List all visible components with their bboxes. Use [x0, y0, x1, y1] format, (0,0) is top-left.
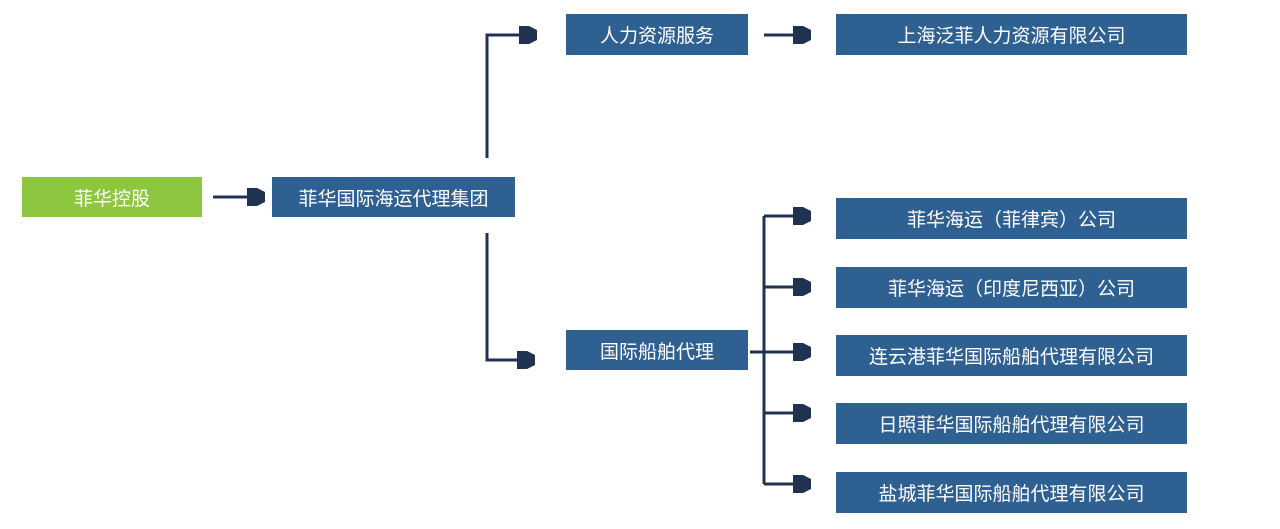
node-company-lianyungang-label: 连云港菲华国际船舶代理有限公司	[868, 346, 1154, 368]
node-company-indonesia-label: 菲华海运（印度尼西亚）公司	[887, 278, 1135, 300]
node-branch-hr-label: 人力资源服务	[599, 25, 714, 47]
node-company-yancheng-label: 盐城菲华国际船舶代理有限公司	[878, 483, 1145, 505]
node-company-philippines: 菲华海运（菲律宾）公司	[836, 198, 1187, 239]
node-company-indonesia: 菲华海运（印度尼西亚）公司	[836, 267, 1187, 308]
node-branch-shipping-label: 国际船舶代理	[599, 340, 714, 363]
node-root-label: 菲华控股	[73, 187, 150, 210]
node-company-shanghai-label: 上海泛菲人力资源有限公司	[897, 25, 1126, 47]
node-root: 菲华控股	[22, 177, 202, 217]
node-group-label: 菲华国际海运代理集团	[298, 187, 489, 210]
node-company-philippines-label: 菲华海运（菲律宾）公司	[906, 209, 1116, 231]
node-company-yancheng: 盐城菲华国际船舶代理有限公司	[836, 472, 1187, 513]
node-company-rizhao: 日照菲华国际船舶代理有限公司	[836, 403, 1187, 444]
node-branch-shipping: 国际船舶代理	[566, 330, 748, 370]
node-group: 菲华国际海运代理集团	[272, 177, 515, 217]
connector-group-to-shipping	[485, 233, 532, 360]
node-company-lianyungang: 连云港菲华国际船舶代理有限公司	[836, 335, 1187, 376]
node-company-rizhao-label: 日照菲华国际船舶代理有限公司	[878, 414, 1145, 436]
node-company-shanghai: 上海泛菲人力资源有限公司	[836, 14, 1187, 55]
connector-group-to-hr	[485, 35, 534, 158]
node-branch-hr: 人力资源服务	[566, 14, 748, 55]
